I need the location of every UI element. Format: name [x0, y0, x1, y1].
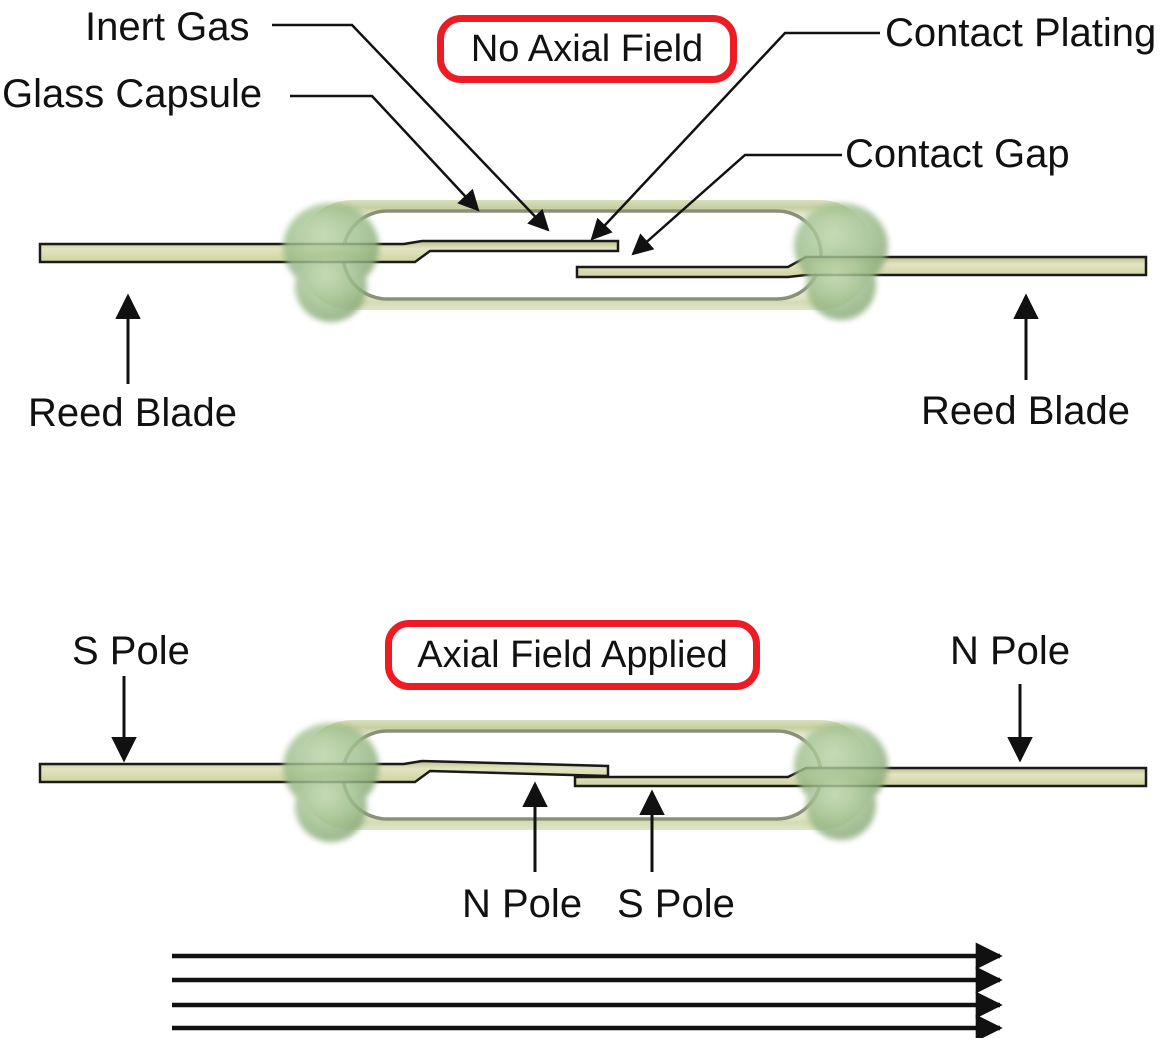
no-axial-field-badge: No Axial Field: [437, 15, 737, 83]
reed-blade-right-label: Reed Blade: [921, 389, 1131, 433]
axial-field-applied-text: Axial Field Applied: [417, 633, 728, 676]
top-right-seal-blob: [794, 203, 888, 320]
n-pole-contact-label: N Pole: [462, 882, 583, 926]
no-axial-field-text: No Axial Field: [470, 27, 704, 70]
contact-plating-label: Contact Plating: [885, 11, 1157, 55]
reed-blade-left-label: Reed Blade: [28, 391, 238, 435]
contact-gap-leader-arrow: [631, 153, 842, 256]
s-pole-contact-label: S Pole: [617, 882, 735, 926]
inert-gas-label: Inert Gas: [85, 5, 250, 49]
top-left-seal-blob: [283, 203, 379, 322]
axial-field-applied-badge: Axial Field Applied: [385, 620, 760, 690]
bottom-reed-switch: [38, 676, 1148, 1038]
bottom-right-seal-blob: [794, 723, 888, 840]
glass-capsule-leader-arrow: [290, 94, 480, 212]
contact-plating-leader-arrow: [590, 31, 880, 241]
bottom-left-seal-blob: [283, 723, 379, 842]
s-pole-outer-label: S Pole: [72, 629, 190, 673]
glass-capsule-label: Glass Capsule: [2, 72, 263, 116]
inert-gas-leader-arrow: [272, 23, 550, 232]
n-pole-outer-label: N Pole: [950, 629, 1071, 673]
magnetic-field-lines: [172, 942, 1003, 1038]
top-reed-switch: [38, 23, 1148, 384]
contact-gap-label: Contact Gap: [845, 132, 1070, 176]
